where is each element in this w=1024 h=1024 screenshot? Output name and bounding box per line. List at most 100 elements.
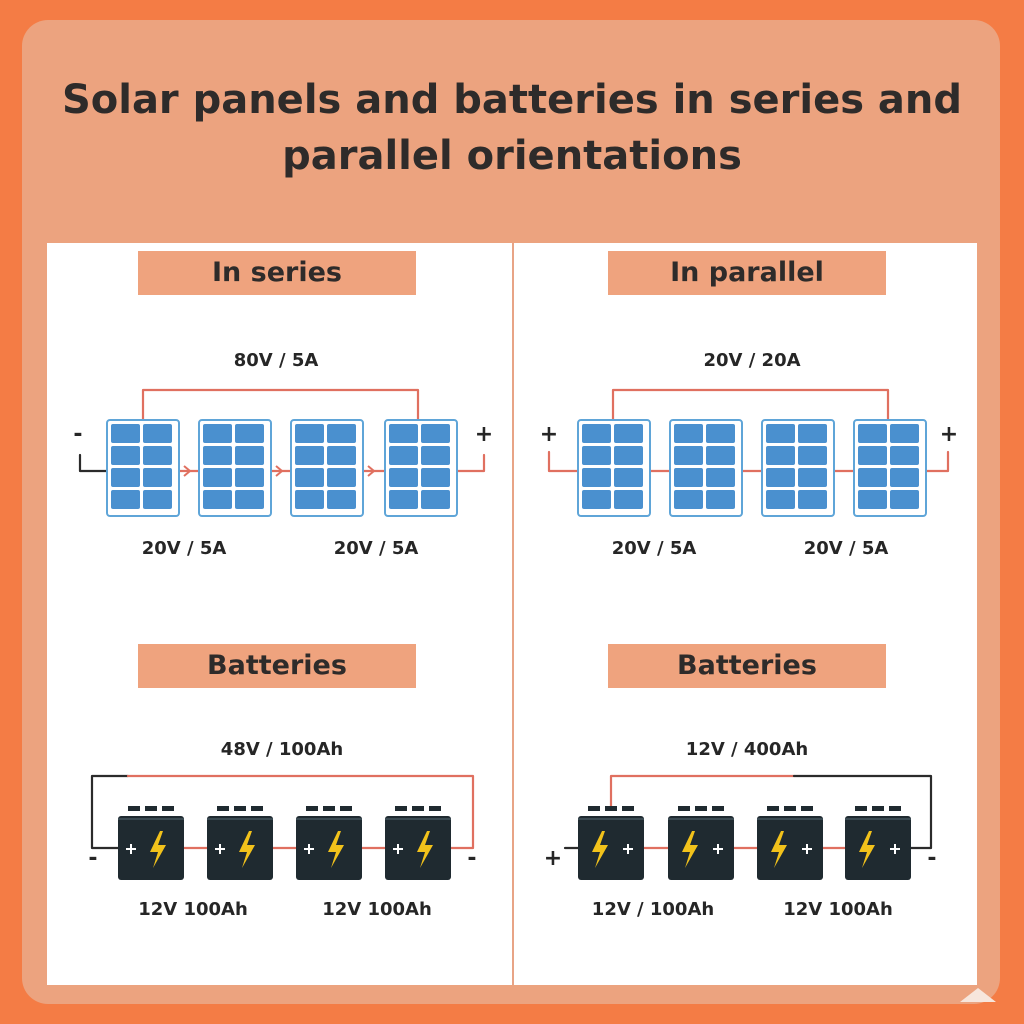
panel-cell [766,490,795,509]
panel-cell [327,490,356,509]
parallel-solar-panel-icon [761,419,835,517]
parallel-solar-panel-icon [577,419,651,517]
parallel-solar-panel-icon [669,419,743,517]
battery-plus-sign [713,844,723,854]
lightning-bolt-icon [328,831,344,868]
parallel-solar-panel-icon [853,419,927,517]
series-solar-panel-icon [106,419,180,517]
battery-terminal [588,806,600,811]
panel-cell [203,468,232,487]
panel-cell [203,490,232,509]
page-title: Solar panels and batteries in series and… [0,72,1024,184]
panel-cell [706,468,735,487]
column-divider [512,243,514,985]
title-line-1: Solar panels and batteries in series and [61,77,963,123]
series-heading: In series [138,251,416,295]
lightning-bolt-icon [239,831,255,868]
series-panels-total: 80V / 5A [233,350,319,371]
panel-cell [890,490,919,509]
panel-cell [890,446,919,465]
battery-body [118,816,184,880]
battery-plus-sign [215,844,225,854]
lightning-bolt-icon [771,831,787,868]
parallel-battery-return-wire [792,774,933,850]
panel-cell [295,468,324,487]
lightning-bolt-icon [859,831,875,868]
battery-terminal [340,806,352,811]
panel-cell [766,446,795,465]
panel-cell [327,424,356,443]
parallel-battery-right-sign: - [927,846,937,871]
series-arrow [367,465,376,477]
panel-cell [389,446,418,465]
series-negative-lead [78,453,109,473]
panel-cell [582,424,611,443]
panel-cell [389,490,418,509]
series-panel-spec-left: 20V / 5A [141,538,227,559]
parallel-panel-left-sign: + [539,422,559,447]
series-batteries-total: 48V / 100Ah [220,739,344,760]
series-battery-top-wire [126,774,475,850]
parallel-battery-icon [578,806,644,880]
panel-cell [421,446,450,465]
panel-cell [421,490,450,509]
panel-cell [798,424,827,443]
panel-cell [235,468,264,487]
lightning-bolt-icon [150,831,166,868]
battery-terminal [395,806,407,811]
battery-terminal [128,806,140,811]
series-arrow [183,465,192,477]
panel-cell [235,490,264,509]
panel-cell [674,424,703,443]
parallel-battery-icon [668,806,734,880]
parallel-battery-icon [757,806,823,880]
panel-cell [327,468,356,487]
panel-cell [421,424,450,443]
parallel-batteries-total: 12V / 400Ah [685,739,809,760]
battery-terminal [429,806,441,811]
title-line-2: parallel orientations [282,133,742,179]
panel-cell [111,490,140,509]
parallel-right-lead [924,450,950,473]
parallel-top-wire [611,388,890,422]
panel-cell [614,424,643,443]
panel-cell [674,490,703,509]
series-solar-panel-icon [384,419,458,517]
series-battery-right-sign: - [467,846,477,871]
panel-cell [858,424,887,443]
panel-cell [235,424,264,443]
battery-terminal [767,806,779,811]
battery-body [845,816,911,880]
panel-cell [143,446,172,465]
battery-terminal [412,806,424,811]
panel-cell [295,446,324,465]
lightning-bolt-icon [417,831,433,868]
parallel-heading: In parallel [608,251,886,295]
parallel-battery-left-sign: + [543,846,563,871]
panel-cell [858,490,887,509]
battery-terminal [323,806,335,811]
series-panel-right-sign: + [474,422,494,447]
battery-body [668,816,734,880]
battery-terminal [162,806,174,811]
parallel-left-lead [547,450,580,473]
battery-body [296,816,362,880]
panel-cell [674,446,703,465]
battery-terminal [801,806,813,811]
battery-body [757,816,823,880]
series-battery-icon [385,806,451,880]
panel-cell [706,446,735,465]
panel-cell [582,468,611,487]
panel-cell [582,490,611,509]
battery-terminal [622,806,634,811]
panel-cell [582,446,611,465]
battery-plus-sign [890,844,900,854]
series-battery-icon [207,806,273,880]
battery-body [385,816,451,880]
battery-plus-sign [126,844,136,854]
panel-cell [798,468,827,487]
parallel-panel-right-sign: + [939,422,959,447]
series-batteries-heading: Batteries [138,644,416,688]
battery-terminal [678,806,690,811]
